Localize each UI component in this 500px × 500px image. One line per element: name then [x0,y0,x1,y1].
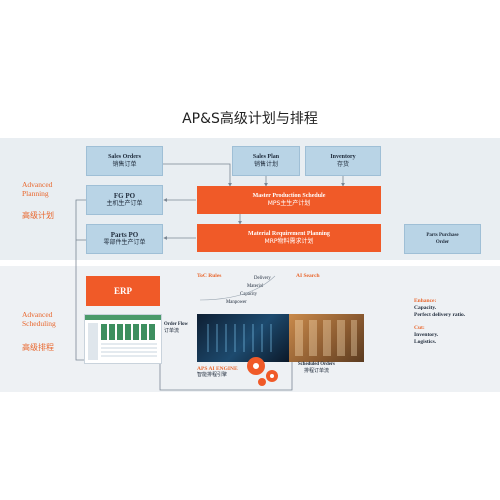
cut-1: Inventory. [414,332,439,338]
mps-en: Master Production Schedule [252,193,326,199]
sales-orders-en: Sales Orders [108,153,141,160]
planning-cn: 高级计划 [22,211,54,220]
scheduled-cn: 排程订单流 [303,368,329,374]
ai-tech-image [197,314,289,362]
inventory-box[interactable]: Inventory 存货 [305,146,381,176]
enhance-1: Capacity. [414,305,437,311]
material-label: Material [247,284,264,289]
scheduling-en-2: Scheduling [22,319,56,328]
cut-head: Cut: [414,325,425,331]
fg-po-box[interactable]: FG PO 主机生产订单 [86,185,163,215]
toc-rules-label: ToC Rules [197,273,222,279]
delivery-label: Delivery [254,276,271,281]
enhance-head: Enhance: [414,298,437,304]
parts-purchase-order-box[interactable]: Parts Purchase Order [404,224,481,254]
scheduled-en: Scheduled Orders [298,362,335,367]
arrow-salesorders-mps [163,163,232,187]
inventory-en: Inventory [330,153,356,160]
fg-po-en: FG PO [113,191,136,200]
section-planning-label: Advanced Planning [22,180,52,198]
enhance-2: Perfect delivery ratio. [414,312,466,318]
planning-en-2: Planning [22,189,49,198]
parts-purchase-en-2: Order [435,240,450,245]
sales-plan-cn: 销售计划 [253,160,278,168]
tech-image-lines [207,324,277,352]
manpower-label: Manpower [226,300,247,305]
sales-orders-cn: 销售订单 [112,160,137,168]
line-fgpo-erp [75,199,86,361]
engine-cn: 智能排程引擎 [197,372,228,378]
mps-cn: MPS主生产计划 [267,200,311,207]
engine-en: APS AI ENGINE [197,366,238,372]
page-title: AP&S高级计划与排程 [182,111,318,127]
thumbnail-sidebar [88,323,98,360]
order-flow-cn: 订单流 [164,328,180,334]
planning-en-1: Advanced [22,180,53,189]
mrp-en: Material Requirement Planning [248,231,330,237]
inventory-cn: 存货 [336,160,349,168]
ai-search-image [289,314,364,362]
scheduled-orders-label: Scheduled Orders 排程订单流 [298,362,335,374]
scheduling-cn: 高级排程 [22,343,54,352]
order-flow-label: Order Flow 订单流 [164,322,188,334]
mrp-cn: MRP物料需求计划 [264,238,314,245]
erp-box[interactable]: ERP [86,276,160,306]
scheduling-en-1: Advanced [22,310,53,319]
parts-purchase-en-1: Parts Purchase [426,233,459,238]
erp-label: ERP [114,286,132,296]
parts-po-en: Parts PO [110,230,139,239]
cut-2: Logistics. [414,339,437,345]
aps-engine-label: APS AI ENGINE 智能排程引擎 [197,366,238,378]
warehouse-image-shelves [295,320,357,356]
thumbnail-grid [101,324,157,340]
line-scheduled-erp [159,350,293,391]
parts-po-cn: 零部件生产订单 [103,238,146,246]
app-screenshot-thumbnail [84,314,162,364]
sales-plan-en: Sales Plan [252,153,280,160]
capacity-label: Capacity [240,292,258,297]
mrp-box[interactable]: Material Requirement Planning MRP物料需求计划 [197,224,381,252]
thumbnail-header-bar [85,315,161,320]
sales-orders-box[interactable]: Sales Orders 销售订单 [86,146,163,176]
thumbnail-table [101,343,157,357]
order-flow-en: Order Flow [164,322,189,327]
section-scheduling-label: Advanced Scheduling [22,310,56,328]
sales-plan-box[interactable]: Sales Plan 销售计划 [232,146,300,176]
parts-po-box[interactable]: Parts PO 零部件生产订单 [86,224,163,254]
mps-box[interactable]: Master Production Schedule MPS主生产计划 [197,186,381,214]
ai-search-label: AI Search [296,273,320,279]
benefits-notes: Enhance: Capacity. Perfect delivery rati… [414,298,465,346]
fg-po-cn: 主机生产订单 [106,199,143,207]
